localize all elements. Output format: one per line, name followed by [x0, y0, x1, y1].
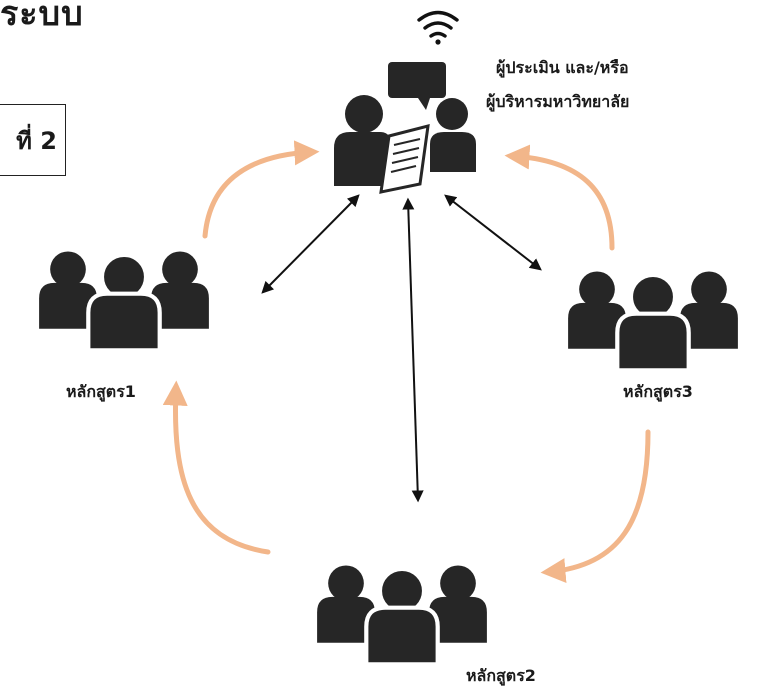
program1-icon	[39, 251, 209, 350]
cycle-arrow-3-to-2	[540, 429, 651, 583]
cycle-arrow-3-to-evaluator	[504, 144, 615, 251]
program2-icon	[317, 565, 487, 664]
cycle-arrow-1-to-evaluator	[202, 140, 320, 239]
wifi-icon	[417, 10, 459, 45]
evaluator-icon	[334, 62, 476, 194]
evaluator-caption-line1: ผู้ประเมิน และ/หรือ	[496, 58, 629, 77]
program3-caption: หลักสูตร3	[623, 382, 693, 401]
link-arrow-evaluator-program2	[402, 197, 424, 503]
program1-caption: หลักสูตร1	[66, 382, 136, 401]
cycle-arrow-2-to-1	[162, 380, 271, 555]
section-number-label: ที่ 2	[16, 126, 57, 155]
program2-caption: หลักสูตร2	[466, 666, 536, 685]
program3-icon	[568, 271, 738, 370]
page-title: ระบบ	[0, 0, 84, 34]
link-arrow-evaluator-program3	[444, 194, 542, 271]
link-arrow-evaluator-program1	[261, 194, 360, 294]
evaluator-caption-line2: ผู้บริหารมหาวิทยาลัย	[486, 92, 630, 111]
section-number-box: ที่ 2	[0, 104, 66, 176]
